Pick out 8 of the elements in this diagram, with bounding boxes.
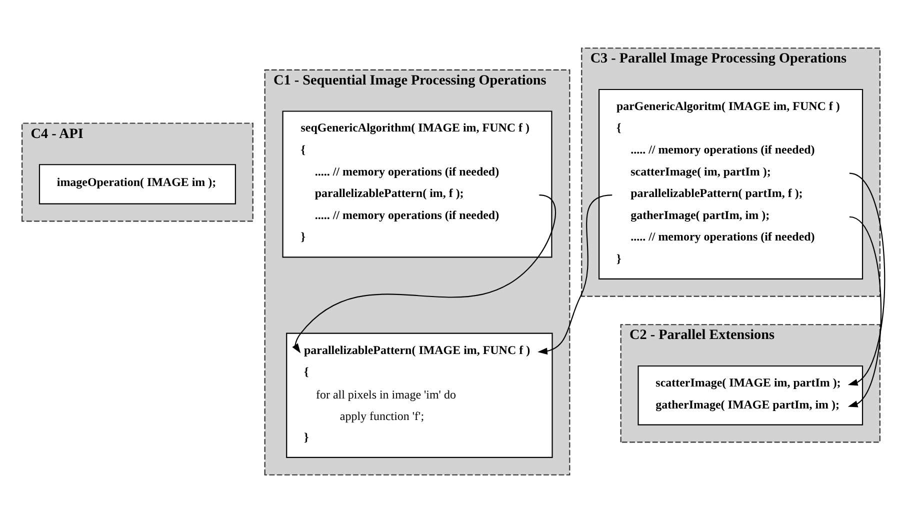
arrow: [292, 194, 556, 354]
node-box: imageOperation( IMAGE im );: [38, 164, 236, 204]
node-box: parallelizablePattern( IMAGE im, FUNC f ) { for all pixels in image 'im' do apply function 'f'; }: [286, 332, 552, 458]
node-box: parGenericAlgoritm( IMAGE im, FUNC f ) { ..... // memory operations (if needed) scatterImage( im, partIm ); parallelizablePattern( partIm, f ); gatherImage( partIm, im ); ..... // memory operations (if needed) }: [598, 88, 863, 280]
arrow: [847, 216, 881, 408]
node-box: seqGenericAlgorithm( IMAGE im, FUNC f ) { ..... // memory operations (if needed) parallelizablePattern( im, f ); ..... // memory operations (if needed) }: [282, 110, 552, 258]
arrow: [537, 194, 612, 355]
node-box: scatterImage( IMAGE im, partIm ); gatherImage( IMAGE partIm, im );: [637, 365, 863, 426]
